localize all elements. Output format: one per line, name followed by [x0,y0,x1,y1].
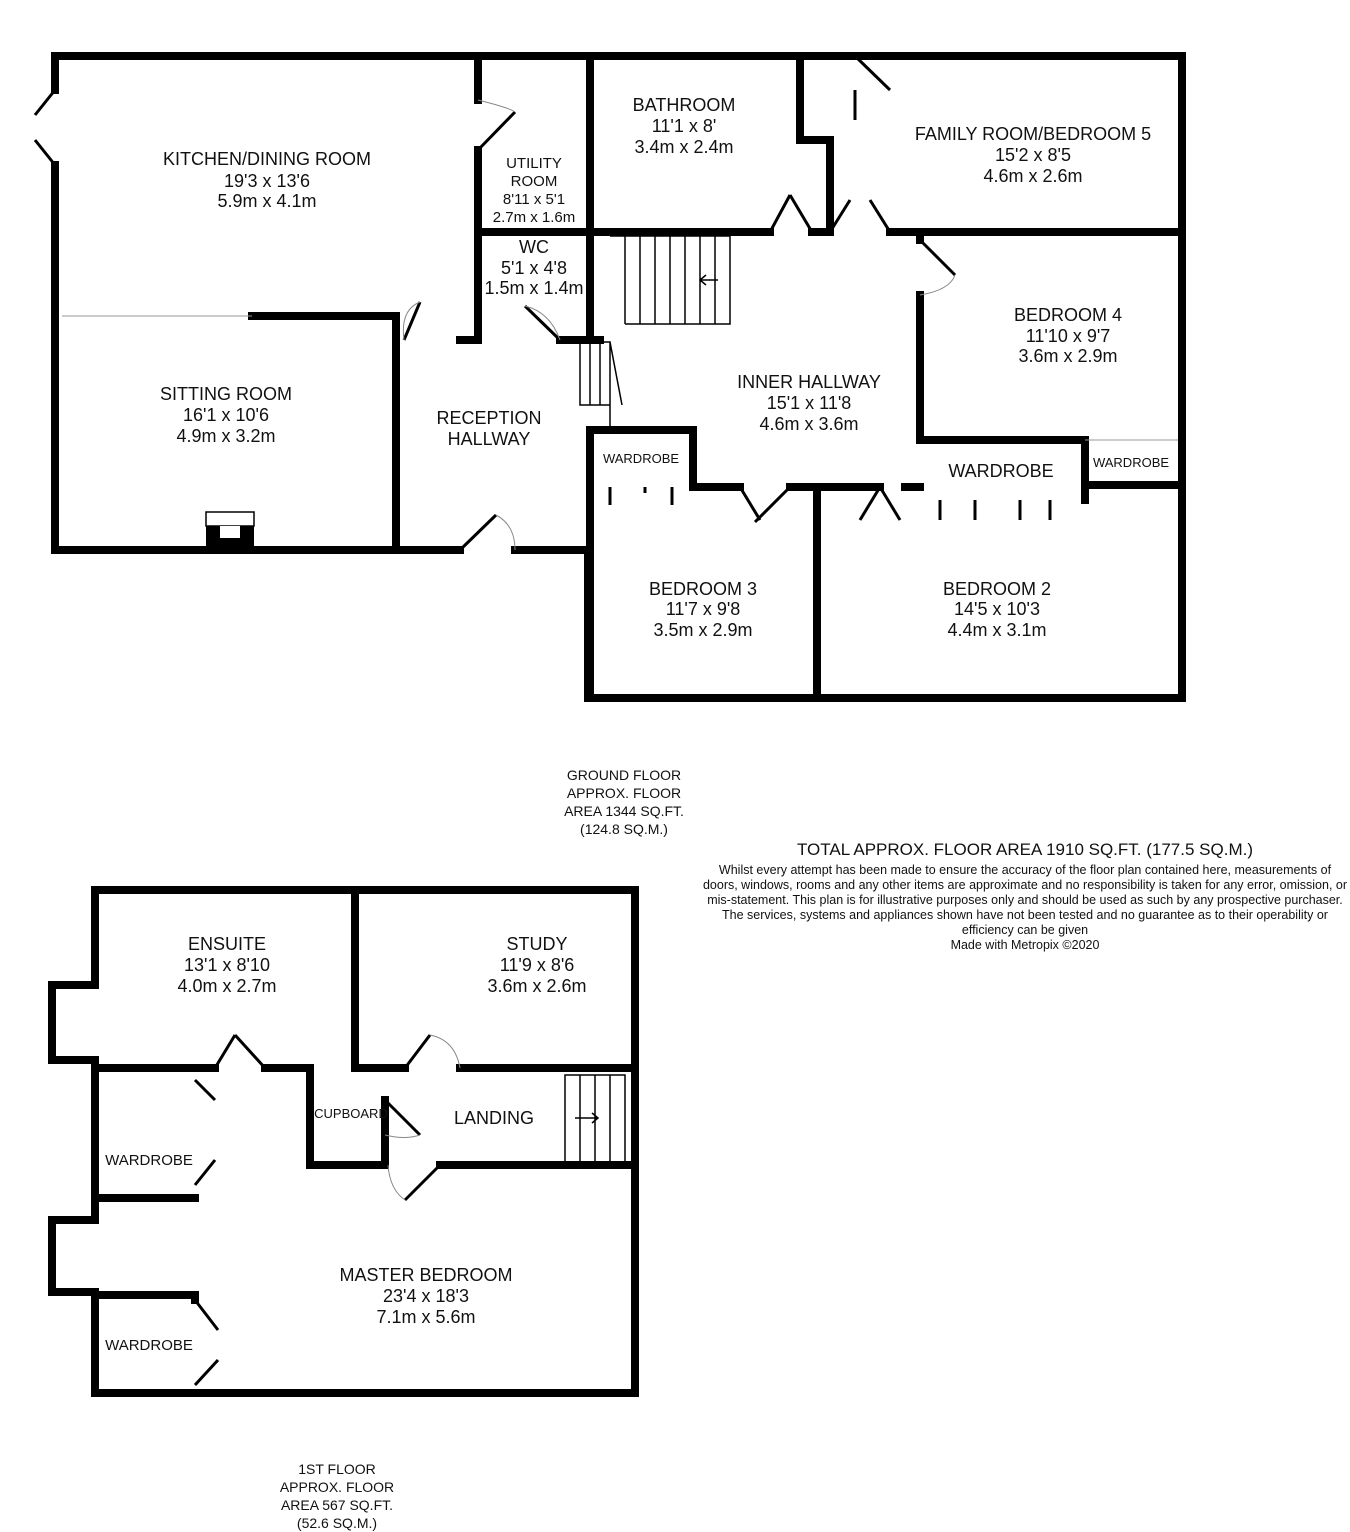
room-ensuite: ENSUITE 13'1 x 8'10 4.0m x 2.7m [177,934,276,996]
room-inner-hallway: INNER HALLWAY 15'1 x 11'8 4.6m x 3.6m [737,372,881,434]
room-dimensions-imperial: 14'5 x 10'3 [954,599,1040,619]
room-name: RECEPTION [436,408,541,428]
ground-floor-walls [33,52,1186,702]
room-dimensions-metric: 4.9m x 3.2m [176,426,275,446]
room-name: SITTING ROOM [160,384,292,404]
room-dimensions-imperial: 15'1 x 11'8 [767,393,852,413]
room-dimensions-imperial: 11'1 x 8' [652,116,717,136]
room-name: MASTER BEDROOM [339,1265,512,1285]
room-name: BEDROOM 3 [649,579,757,599]
area-text: (124.8 SQ.M.) [580,821,668,837]
room-dimensions-imperial: 19'3 x 13'6 [224,171,310,191]
room-dimensions-metric: 4.0m x 2.7m [177,976,276,996]
room-dimensions-metric: 3.4m x 2.4m [634,137,733,157]
room-wc: WC 5'1 x 4'8 1.5m x 1.4m [484,237,583,298]
room-bedroom2: BEDROOM 2 14'5 x 10'3 4.4m x 3.1m [943,579,1051,640]
first-floor-area-label: 1ST FLOOR APPROX. FLOOR AREA 567 SQ.FT. … [280,1461,394,1531]
wardrobe-label: WARDROBE [603,451,679,466]
room-dimensions-imperial: 13'1 x 8'10 [184,955,270,975]
room-dimensions-metric: 3.6m x 2.9m [1018,346,1117,366]
room-dimensions-metric: 3.5m x 2.9m [653,620,752,640]
area-text: GROUND FLOOR [567,767,681,783]
room-family-bedroom5: FAMILY ROOM/BEDROOM 5 15'2 x 8'5 4.6m x … [915,124,1151,186]
room-sitting: SITTING ROOM 16'1 x 10'6 4.9m x 3.2m [160,384,292,446]
room-name: BATHROOM [633,95,736,115]
room-dimensions-imperial: 15'2 x 8'5 [995,145,1071,165]
room-study: STUDY 11'9 x 8'6 3.6m x 2.6m [487,934,586,996]
room-dimensions-imperial: 8'11 x 5'1 [503,191,565,208]
room-master-bedroom: MASTER BEDROOM 23'4 x 18'3 7.1m x 5.6m [339,1265,512,1327]
room-dimensions-imperial: 5'1 x 4'8 [501,258,567,278]
room-name: FAMILY ROOM/BEDROOM 5 [915,124,1151,144]
staircase [579,235,731,430]
room-dimensions-imperial: 11'10 x 9'7 [1026,326,1111,346]
room-dimensions-metric: 5.9m x 4.1m [217,191,316,211]
room-name: INNER HALLWAY [737,372,881,392]
area-text: APPROX. FLOOR [280,1479,394,1495]
room-dimensions-metric: 2.7m x 1.6m [493,209,576,226]
room-dimensions-imperial: 23'4 x 18'3 [383,1286,469,1306]
room-name: WC [519,237,549,257]
room-dimensions-imperial: 11'9 x 8'6 [500,955,575,975]
first-floor-walls [48,886,639,1397]
credit-text: Made with Metropix ©2020 [950,938,1100,952]
room-landing: LANDING [454,1108,534,1128]
room-name: BEDROOM 4 [1014,305,1122,325]
room-dimensions-metric: 4.6m x 2.6m [983,166,1082,186]
disclaimer-text: Whilst every attempt has been made to en… [702,863,1348,937]
room-bedroom3: BEDROOM 3 11'7 x 9'8 3.5m x 2.9m [649,579,757,640]
room-name: HALLWAY [448,429,531,449]
wardrobe-label: WARDROBE [948,461,1053,481]
room-dimensions-metric: 7.1m x 5.6m [376,1307,475,1327]
room-name: ROOM [511,173,558,190]
ground-floor-area-label: GROUND FLOOR APPROX. FLOOR AREA 1344 SQ.… [564,767,684,837]
room-dimensions-metric: 4.4m x 3.1m [947,620,1046,640]
wardrobe-label: WARDROBE [1093,455,1169,470]
area-text: APPROX. FLOOR [567,785,681,801]
cupboard-label: CUPBOARD [314,1106,388,1121]
room-utility: UTILITY ROOM 8'11 x 5'1 2.7m x 1.6m [493,155,576,226]
wardrobe-label: WARDROBE [105,1337,193,1354]
room-dimensions-metric: 1.5m x 1.4m [484,278,583,298]
room-kitchen-dining: KITCHEN/DINING ROOM 19'3 x 13'6 5.9m x 4… [163,149,371,211]
room-bedroom4: BEDROOM 4 11'10 x 9'7 3.6m x 2.9m [1014,305,1122,366]
wardrobe-label: WARDROBE [105,1152,193,1169]
room-name: ENSUITE [188,934,266,954]
area-text: 1ST FLOOR [298,1461,376,1477]
area-text: (52.6 SQ.M.) [297,1515,377,1531]
room-reception-hallway: RECEPTION HALLWAY [436,408,541,449]
room-name: UTILITY [506,155,562,172]
room-name: STUDY [506,934,567,954]
room-dimensions-imperial: 16'1 x 10'6 [183,405,269,425]
room-dimensions-imperial: 11'7 x 9'8 [666,599,741,619]
area-text: AREA 1344 SQ.FT. [564,803,684,819]
room-name: KITCHEN/DINING ROOM [163,149,371,169]
disclaimer-block: TOTAL APPROX. FLOOR AREA 1910 SQ.FT. (17… [700,840,1350,953]
room-dimensions-metric: 3.6m x 2.6m [487,976,586,996]
area-text: AREA 567 SQ.FT. [281,1497,393,1513]
room-bathroom: BATHROOM 11'1 x 8' 3.4m x 2.4m [633,95,736,157]
room-name: BEDROOM 2 [943,579,1051,599]
total-area: TOTAL APPROX. FLOOR AREA 1910 SQ.FT. (17… [796,840,1253,859]
room-dimensions-metric: 4.6m x 3.6m [759,414,858,434]
